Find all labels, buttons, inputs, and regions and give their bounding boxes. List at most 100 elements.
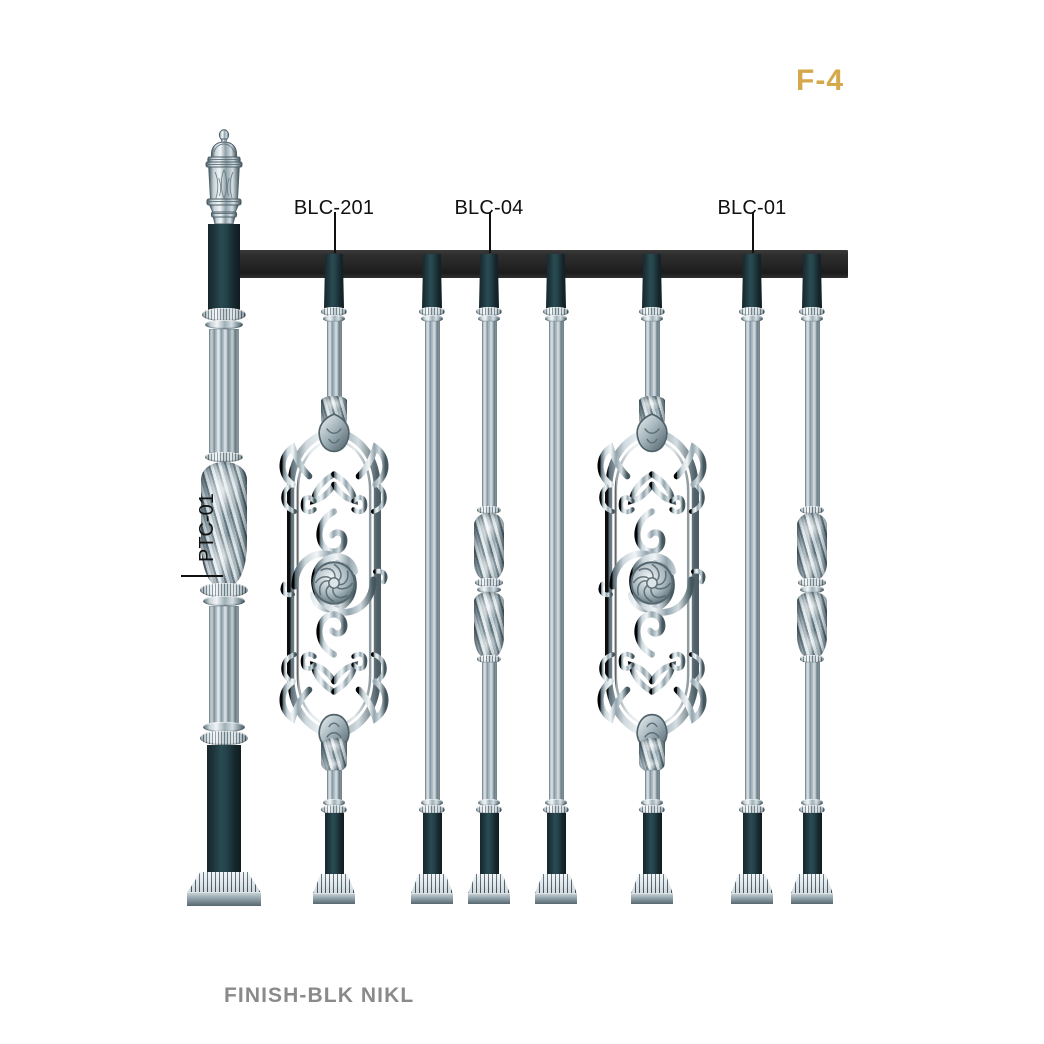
dark-sleeve-top [422,254,442,308]
chrome-collar [741,799,763,806]
dark-sleeve-top [208,224,240,310]
chrome-collar [739,805,765,814]
newel-shoe-plinth [187,891,261,906]
ornate-cast-segment [797,513,827,581]
shoe-cap [631,874,673,894]
chrome-collar [321,805,347,814]
fluted-rod [326,321,342,399]
newel-shoe [187,872,261,906]
leader-line-blc-01 [752,212,754,253]
fluted-rod [209,606,239,724]
shoe-plinth [631,892,673,904]
chrome-collar [419,805,445,814]
chrome-collar [801,315,823,322]
chrome-collar [205,320,243,329]
chrome-collar [800,655,824,663]
part-label-blc-01: BLC-01 [717,197,787,219]
chrome-collar [202,308,246,321]
chrome-collar [545,799,567,806]
newel-finial [197,128,251,228]
dark-sleeve-top [324,254,344,308]
chrome-collar [641,315,663,322]
scroll-panel [272,412,396,754]
shoe-plinth [791,892,833,904]
dark-sleeve-bottom [207,745,241,875]
dark-sleeve-bottom [742,813,762,875]
chrome-collar [478,315,500,322]
shoe-plinth [468,892,510,904]
chrome-collar [741,315,763,322]
shoe-cap [535,874,577,894]
ornate-cast-segment [797,592,827,658]
chrome-collar [639,805,665,814]
dark-sleeve-top [642,254,662,308]
shoe-cap [791,874,833,894]
chrome-collar [323,799,345,806]
chrome-collar [200,583,248,597]
fluted-rod [644,770,660,800]
dark-sleeve-bottom [546,813,566,875]
baluster-shoe [535,874,577,904]
chrome-collar [203,722,245,732]
fluted-rod [424,321,440,803]
chrome-collar [323,315,345,322]
ornate-cast-segment [474,592,504,658]
dark-sleeve-top [742,254,762,308]
shoe-plinth [535,892,577,904]
dark-sleeve-bottom [802,813,822,875]
chrome-collar [799,805,825,814]
ornate-cast-segment [474,513,504,581]
ornate-cast-segment [201,462,247,586]
chrome-collar [203,596,245,606]
chrome-collar [739,307,765,316]
shoe-cap [731,874,773,894]
ornate-cast-segment [639,738,665,772]
fluted-rod [481,662,497,800]
shoe-cap [313,874,355,894]
shoe-plinth [313,892,355,904]
fluted-rod [548,321,564,803]
shoe-plinth [731,892,773,904]
leader-line-blc-201 [334,212,336,253]
baluster-shoe [791,874,833,904]
chrome-collar [798,578,826,587]
baluster-shoe [313,874,355,904]
dark-sleeve-bottom [642,813,662,875]
fluted-rod [481,321,497,509]
chrome-collar [200,731,248,745]
dark-sleeve-top [802,254,822,308]
baluster-shoe [731,874,773,904]
chrome-collar [545,315,567,322]
chrome-collar [421,799,443,806]
baluster-shoe [631,874,673,904]
dark-sleeve-bottom [324,813,344,875]
fluted-rod [804,662,820,800]
part-label-blc-04: BLC-04 [454,197,524,219]
shoe-cap [468,874,510,894]
fluted-rod [326,770,342,800]
fluted-rod [209,329,239,453]
chrome-collar [478,799,500,806]
shoe-plinth [411,892,453,904]
newel-shoe-cap [187,872,261,894]
chrome-collar [477,655,501,663]
chrome-collar [543,805,569,814]
chrome-collar [641,799,663,806]
chrome-collar [476,805,502,814]
chrome-collar [801,799,823,806]
dark-sleeve-bottom [422,813,442,875]
baluster-shoe [468,874,510,904]
ornate-cast-segment [321,738,347,772]
scroll-panel [590,412,714,754]
chrome-collar [475,578,503,587]
chrome-collar [799,307,825,316]
fluted-rod [644,321,660,399]
finish-note: FINISH-BLK NIKL [224,984,415,1007]
post-label-ptc-01: PTC-01 [196,493,218,562]
leader-line-blc-04 [489,212,491,253]
chrome-collar [477,506,501,514]
chrome-collar [419,307,445,316]
part-label-blc-201: BLC-201 [293,197,375,219]
baluster-shoe [411,874,453,904]
